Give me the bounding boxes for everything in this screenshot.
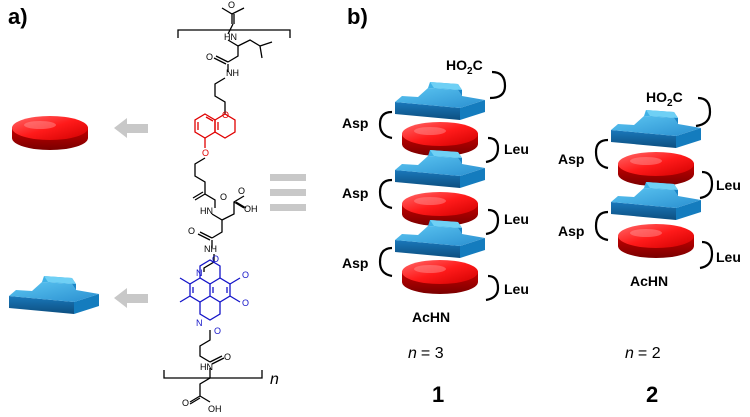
svg-text:O: O [206,52,213,62]
red-disc-icon [12,116,88,150]
svg-text:HN: HN [200,362,213,372]
left-arrow-icon [114,288,148,308]
leu-label: Leu [504,211,529,227]
panel-a-label: a) [8,4,28,29]
ndi-block [395,82,485,120]
n-terminus-label: AcHN [630,273,668,289]
panel-b-label: b) [347,4,368,29]
svg-text:O: O [222,110,229,120]
left-arrow-icon [114,118,148,138]
triple-bar-icon [270,174,306,211]
svg-text:O: O [188,226,195,236]
monomer-labels: O HN O NH O O O HN O OH O NH O N O O N O… [182,0,258,414]
n-terminus-label: AcHN [412,309,450,325]
svg-text:HN: HN [224,32,237,42]
svg-text:O: O [242,270,249,280]
compound-number: 2 [646,382,658,407]
n-value-label: n= 3 [408,345,444,362]
svg-text:N: N [196,318,203,328]
foldamer-2: HO2C Asp Asp Leu Leu AcHN n= 2 2 [558,89,741,407]
asp-label: Asp [342,185,368,201]
foldamer-1: HO2C Asp Asp Asp Leu Leu Leu AcHN n= 3 1 [342,57,529,407]
dan-disc [402,260,478,294]
asp-label: Asp [342,115,368,131]
c-terminus-label: HO2C [446,57,483,77]
monomer-structure [163,7,291,405]
blue-block-icon [9,276,99,314]
svg-text:O: O [238,186,245,196]
dan-disc [618,224,694,258]
svg-text:NH: NH [204,244,217,254]
svg-text:NH: NH [226,68,239,78]
svg-text:O: O [214,326,221,336]
svg-text:O: O [202,148,209,158]
leu-label: Leu [504,281,529,297]
svg-text:O: O [212,254,219,264]
ndi-block [395,220,485,258]
svg-text:HN: HN [200,206,213,216]
leu-label: Leu [504,141,529,157]
svg-text:O: O [182,398,189,408]
svg-text:O: O [224,352,231,362]
ndi-block [611,110,701,148]
svg-text:O: O [242,298,249,308]
leu-label: Leu [716,177,741,193]
repeat-unit-label: n [270,371,279,388]
svg-text:O: O [228,0,235,10]
ndi-block [395,150,485,188]
n-value-label: n= 2 [625,345,661,362]
svg-text:N: N [196,268,203,278]
dan-disc [618,152,694,186]
asp-label: Asp [558,151,584,167]
asp-label: Asp [558,223,584,239]
compound-number: 1 [432,382,444,407]
leu-label: Leu [716,249,741,265]
c-terminus-label: HO2C [646,89,683,109]
ndi-block [611,182,701,220]
svg-text:O: O [220,192,227,202]
svg-text:OH: OH [244,204,258,214]
asp-label: Asp [342,255,368,271]
svg-text:OH: OH [208,404,222,414]
